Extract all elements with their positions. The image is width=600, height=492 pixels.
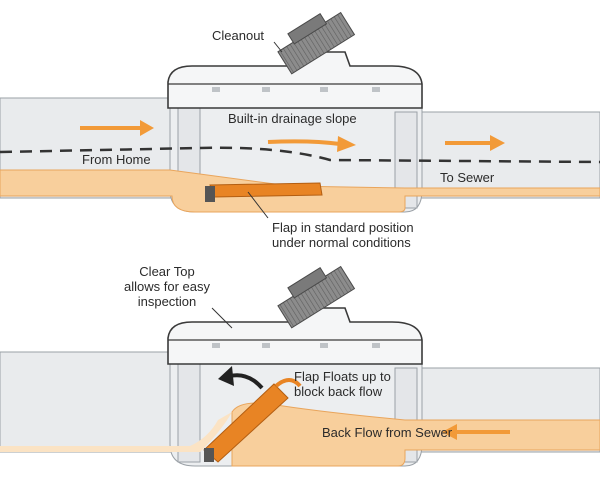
top-flow-arrow-right [445, 135, 505, 151]
flap-floats-label-line2: block back flow [294, 384, 383, 399]
bottom-clear-top-housing [167, 307, 423, 365]
flap-floats-label-line1: Flap Floats up to [294, 369, 391, 384]
top-clear-housing [167, 51, 423, 109]
clear-top-label-line1: Clear Top [139, 264, 195, 279]
bottom-water [231, 402, 600, 467]
from-home-label: From Home [82, 152, 151, 167]
clear-top-label-line2: allows for easy [124, 279, 210, 294]
top-flow-arrow-left [80, 120, 154, 136]
top-flow-arrow-middle [267, 136, 356, 152]
flap-standard-label-line2: under normal conditions [272, 235, 411, 250]
cleanout-label: Cleanout [212, 28, 265, 43]
clear-top-label-line3: inspection [137, 294, 197, 309]
flap-standard-label-line1: Flap in standard position [272, 220, 414, 235]
top-valve [0, 11, 600, 219]
bottom-flap-rotation-arrow [218, 366, 264, 390]
drainage-slope-label: Built-in drainage slope [228, 111, 357, 126]
top-cleanout-cap [277, 11, 356, 75]
top-flap [209, 182, 323, 198]
bottom-cleanout-cap [277, 265, 356, 329]
bottom-backflow-arrow [442, 424, 510, 440]
top-slope-line [0, 146, 600, 164]
top-outlet-pipe [404, 111, 600, 199]
back-flow-label: Back Flow from Sewer [322, 425, 453, 440]
to-sewer-label: To Sewer [440, 170, 495, 185]
bottom-valve [0, 265, 600, 467]
bottom-outlet-pipe [0, 351, 191, 453]
